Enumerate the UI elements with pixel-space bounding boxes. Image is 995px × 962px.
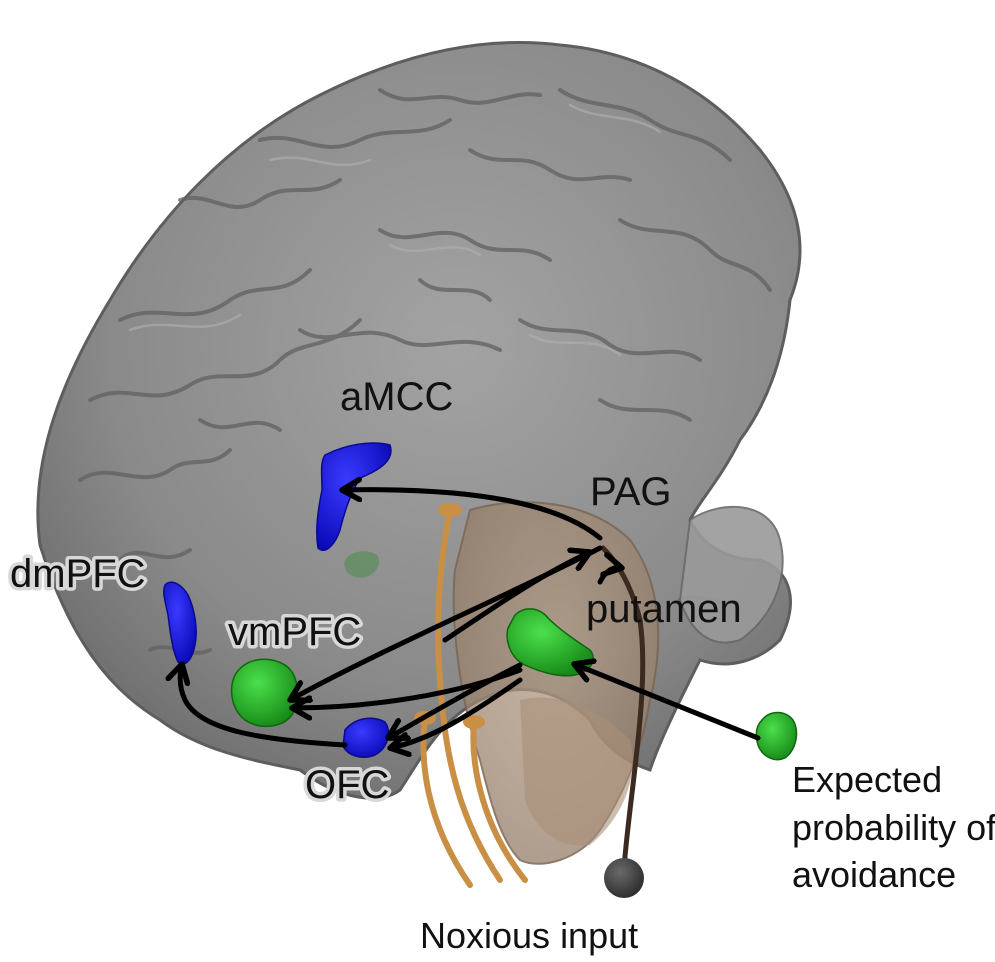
- vmpfc-region: [230, 658, 299, 727]
- amcc-region: [316, 442, 392, 551]
- pathway-arrows: [180, 490, 761, 748]
- label-pag: PAG: [590, 470, 672, 514]
- arrow-pag-to-vmpfc: [290, 545, 603, 700]
- arrow-to-ofc-lower: [390, 677, 523, 748]
- cortex: [36, 40, 802, 800]
- ofc-region: [342, 717, 390, 758]
- label-noxious-input: Noxious input: [420, 915, 638, 956]
- label-expected-line2: probability of: [792, 807, 995, 848]
- faint-green-region: [344, 551, 380, 578]
- arrow-pag-to-amcc: [342, 490, 603, 541]
- label-putamen: putamen: [586, 587, 742, 631]
- label-ofc: OFC: [305, 763, 389, 807]
- nociceptive-source-node: [604, 858, 644, 898]
- arrow-expected-to-putamen: [574, 664, 761, 741]
- arrow-putamen-to-ofc: [388, 662, 523, 738]
- label-expected-line1: Expected: [792, 759, 942, 800]
- noxious-pathways: [420, 507, 528, 888]
- expected-avoidance-node: [755, 711, 798, 761]
- label-amcc: aMCC: [340, 375, 453, 419]
- arrow-ofc-to-dmpfc: [180, 664, 348, 748]
- label-dmpfc: dmPFC: [10, 552, 146, 596]
- label-expected-line3: avoidance: [792, 854, 956, 895]
- noxious-pathway-to-putamen: [470, 719, 528, 883]
- noxious-pathway-to-ofc: [420, 715, 473, 888]
- arrow-putamen-up: [597, 568, 622, 585]
- label-vmpfc: vmPFC: [228, 610, 361, 654]
- noxious-pathway-to-amcc: [435, 507, 503, 883]
